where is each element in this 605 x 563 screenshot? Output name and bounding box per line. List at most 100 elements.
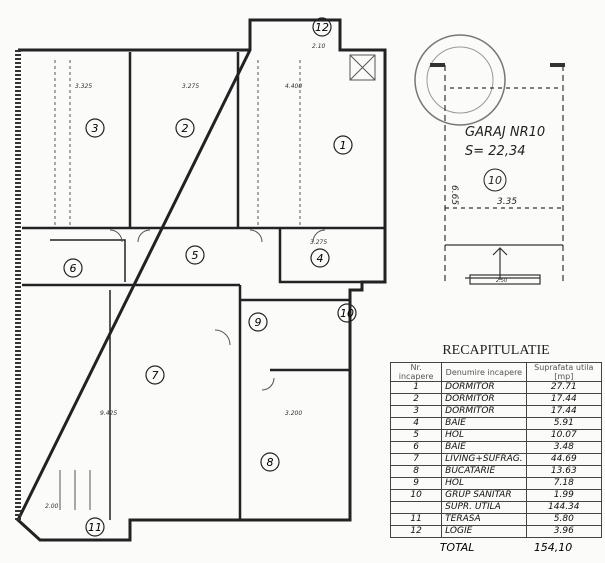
room-area: 17.44 xyxy=(525,405,603,418)
garage-width: 3.35 xyxy=(497,197,517,207)
room-name: LOGIE xyxy=(441,525,527,538)
room-circle xyxy=(145,365,165,385)
header-name: Denumire incapere xyxy=(441,362,527,382)
walls xyxy=(16,18,387,542)
room-nr: 9 xyxy=(389,477,443,490)
room-name: DORMITOR xyxy=(441,393,527,406)
room-number: 3 xyxy=(92,122,99,135)
garage-length: 6.65 xyxy=(449,185,459,205)
room-area: 27.71 xyxy=(525,381,603,394)
room-number: 5 xyxy=(192,249,199,262)
room-number: 2 xyxy=(182,122,189,135)
dimension-label: 2.00 xyxy=(45,503,59,510)
details xyxy=(15,50,376,520)
room-name: BAIE xyxy=(441,417,527,430)
room-area: 10.07 xyxy=(525,429,603,442)
room-circle xyxy=(312,17,332,37)
room-number: 6 xyxy=(70,262,77,275)
room-nr: 1 xyxy=(389,381,443,394)
room-number: 1 xyxy=(340,139,347,152)
room-name: BAIE xyxy=(441,441,527,454)
room-nr: 12 xyxy=(389,525,443,538)
room-nr: 11 xyxy=(389,513,443,526)
room-circle xyxy=(310,248,330,268)
dimension-label: 3.275 xyxy=(182,83,199,90)
room-area: 17.44 xyxy=(525,393,603,406)
recapitulatie-table: RECAPITULATIE Nr. incapere Denumire inca… xyxy=(389,343,603,554)
room-number: 7 xyxy=(152,369,159,382)
room-area: 5.91 xyxy=(525,417,603,430)
total-label: TOTAL xyxy=(439,541,475,554)
room-circle xyxy=(333,135,353,155)
garage-plan xyxy=(430,63,565,285)
room-nr: 10 xyxy=(389,489,443,502)
room-circle xyxy=(63,258,83,278)
dimension-label: 2.10 xyxy=(312,43,326,50)
dimension-labels: 3.325 3.275 4.400 3.275 2.10 9.425 3.200… xyxy=(45,43,327,510)
room-name: DORMITOR xyxy=(441,381,527,394)
room-circle xyxy=(337,303,357,323)
garage-labels: GARAJ NR10 S= 22,34 10 3.35 6.65 2.50 xyxy=(449,125,545,284)
room-name: SUPR. UTILA xyxy=(441,501,527,514)
room-area: 44.69 xyxy=(525,453,603,466)
room-nr xyxy=(389,501,443,514)
room-name: GRUP SANITAR xyxy=(441,489,527,502)
header-area: Suprafata utila [mp] xyxy=(525,362,603,382)
room-circle xyxy=(260,452,280,472)
room-circle xyxy=(185,245,205,265)
room-name: HOL xyxy=(441,477,527,490)
room-name: DORMITOR xyxy=(441,405,527,418)
room-name: HOL xyxy=(441,429,527,442)
garage-title: GARAJ NR10 xyxy=(465,125,545,140)
room-circle xyxy=(85,517,105,537)
room-nr: 7 xyxy=(389,453,443,466)
room-nr: 3 xyxy=(389,405,443,418)
room-circle xyxy=(175,118,195,138)
room-nr: 8 xyxy=(389,465,443,478)
garage-number: 10 xyxy=(488,174,502,187)
room-circle xyxy=(85,118,105,138)
room-nr: 4 xyxy=(389,417,443,430)
room-area: 13.63 xyxy=(525,465,603,478)
table-title: RECAPITULATIE xyxy=(442,343,550,358)
room-number: 10 xyxy=(340,307,354,320)
room-area: 5.80 xyxy=(525,513,603,526)
room-area: 3.48 xyxy=(525,441,603,454)
room-area: 3.96 xyxy=(525,525,603,538)
room-number: 9 xyxy=(255,316,262,329)
room-number: 12 xyxy=(315,21,329,34)
header-nr: Nr. incapere xyxy=(389,362,443,382)
room-area: 144.34 xyxy=(525,501,603,514)
room-number: 8 xyxy=(267,456,274,469)
room-number: 11 xyxy=(88,521,102,534)
dimension-label: 3.200 xyxy=(285,410,302,417)
dimension-label: 4.400 xyxy=(285,83,302,90)
total-value: 154,10 xyxy=(533,541,573,554)
room-nr: 5 xyxy=(389,429,443,442)
room-name: BUCATARIE xyxy=(441,465,527,478)
room-area: 7.18 xyxy=(525,477,603,490)
garage-area: S= 22,34 xyxy=(465,144,526,159)
room-nr: 2 xyxy=(389,393,443,406)
garage-door-width: 2.50 xyxy=(496,278,507,284)
room-number: 4 xyxy=(317,252,324,265)
room-circle xyxy=(248,312,268,332)
dimension-label: 3.275 xyxy=(310,239,327,246)
room-name: LIVING+SUFRAG. xyxy=(441,453,527,466)
dimension-label: 3.325 xyxy=(75,83,92,90)
room-nr: 6 xyxy=(389,441,443,454)
